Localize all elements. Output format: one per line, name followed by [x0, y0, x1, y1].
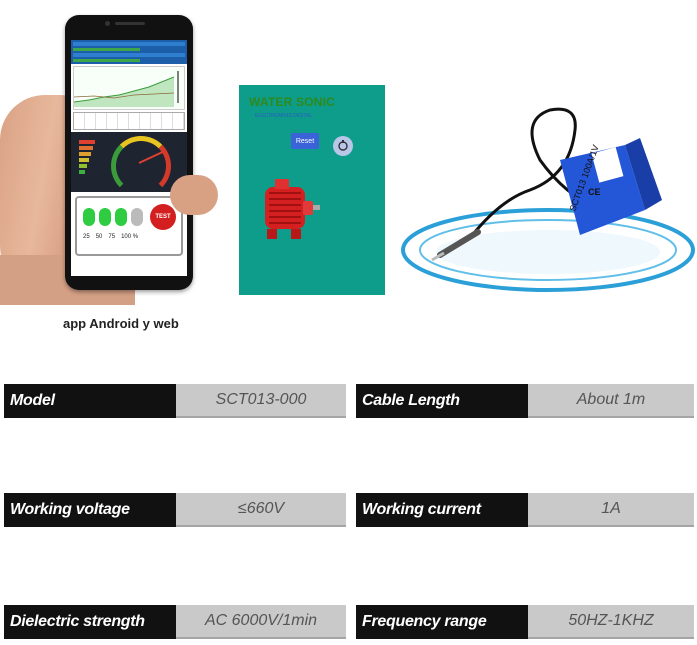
level-light	[99, 208, 111, 226]
spec-label: Working current	[356, 493, 528, 527]
spec-value: AC 6000V/1min	[176, 605, 346, 639]
gauge-widget	[71, 132, 187, 196]
level-label: 50	[95, 234, 103, 240]
spec-value: 50HZ-1KHZ	[528, 605, 694, 639]
spec-value: ≤660V	[176, 493, 346, 527]
level-label: 75	[108, 234, 116, 240]
reset-button[interactable]: Reset	[291, 133, 319, 149]
spec-label: Dielectric strength	[4, 605, 176, 639]
spec-label: Working voltage	[4, 493, 176, 527]
dashboard-header	[71, 40, 187, 64]
spec-working-voltage: Working voltage ≤660V	[4, 493, 346, 527]
thumb	[170, 175, 218, 215]
level-bars	[79, 140, 95, 174]
spec-label: Frequency range	[356, 605, 528, 639]
spec-value: SCT013-000	[176, 384, 346, 418]
phone-speaker	[115, 22, 145, 25]
phone-camera-icon	[105, 21, 110, 26]
spec-value: 1A	[528, 493, 694, 527]
level-label: 100 %	[121, 234, 139, 240]
phone-screen: 25 50 75 100 % TEST	[71, 40, 187, 276]
level-light	[131, 208, 143, 226]
spec-dielectric-strength: Dielectric strength AC 6000V/1min	[4, 605, 346, 639]
spec-label: Model	[4, 384, 176, 418]
spec-working-current: Working current 1A	[356, 493, 694, 527]
dashboard-line-chart	[73, 66, 185, 110]
motor-icon	[265, 179, 320, 239]
spec-model: Model SCT013-000	[4, 384, 346, 418]
app-title: WATER SONIC	[249, 95, 335, 109]
spec-cable-length: Cable Length About 1m	[356, 384, 694, 418]
ce-mark: CE	[588, 187, 601, 197]
pump-icon[interactable]	[333, 136, 353, 156]
spec-value: About 1m	[528, 384, 694, 418]
level-light	[115, 208, 127, 226]
app-subtitle: ELECTRONIVIS DIGITAL	[255, 113, 313, 119]
spec-frequency-range: Frequency range 50HZ-1KHZ	[356, 605, 694, 639]
test-button[interactable]: TEST	[150, 204, 176, 230]
tank-level-indicator: 25 50 75 100 % TEST	[75, 196, 183, 256]
dashboard-table	[73, 112, 185, 130]
spec-label: Cable Length	[356, 384, 528, 418]
app-panel: WATER SONIC ELECTRONIVIS DIGITAL Reset	[239, 85, 385, 295]
phone-caption: app Android y web	[63, 316, 179, 331]
gauge-dial	[111, 136, 171, 196]
level-label: 25	[83, 234, 90, 240]
smartphone: 25 50 75 100 % TEST	[65, 15, 193, 290]
level-light	[83, 208, 95, 226]
current-sensor-image: SCT013 100A/1V CE	[401, 107, 695, 292]
